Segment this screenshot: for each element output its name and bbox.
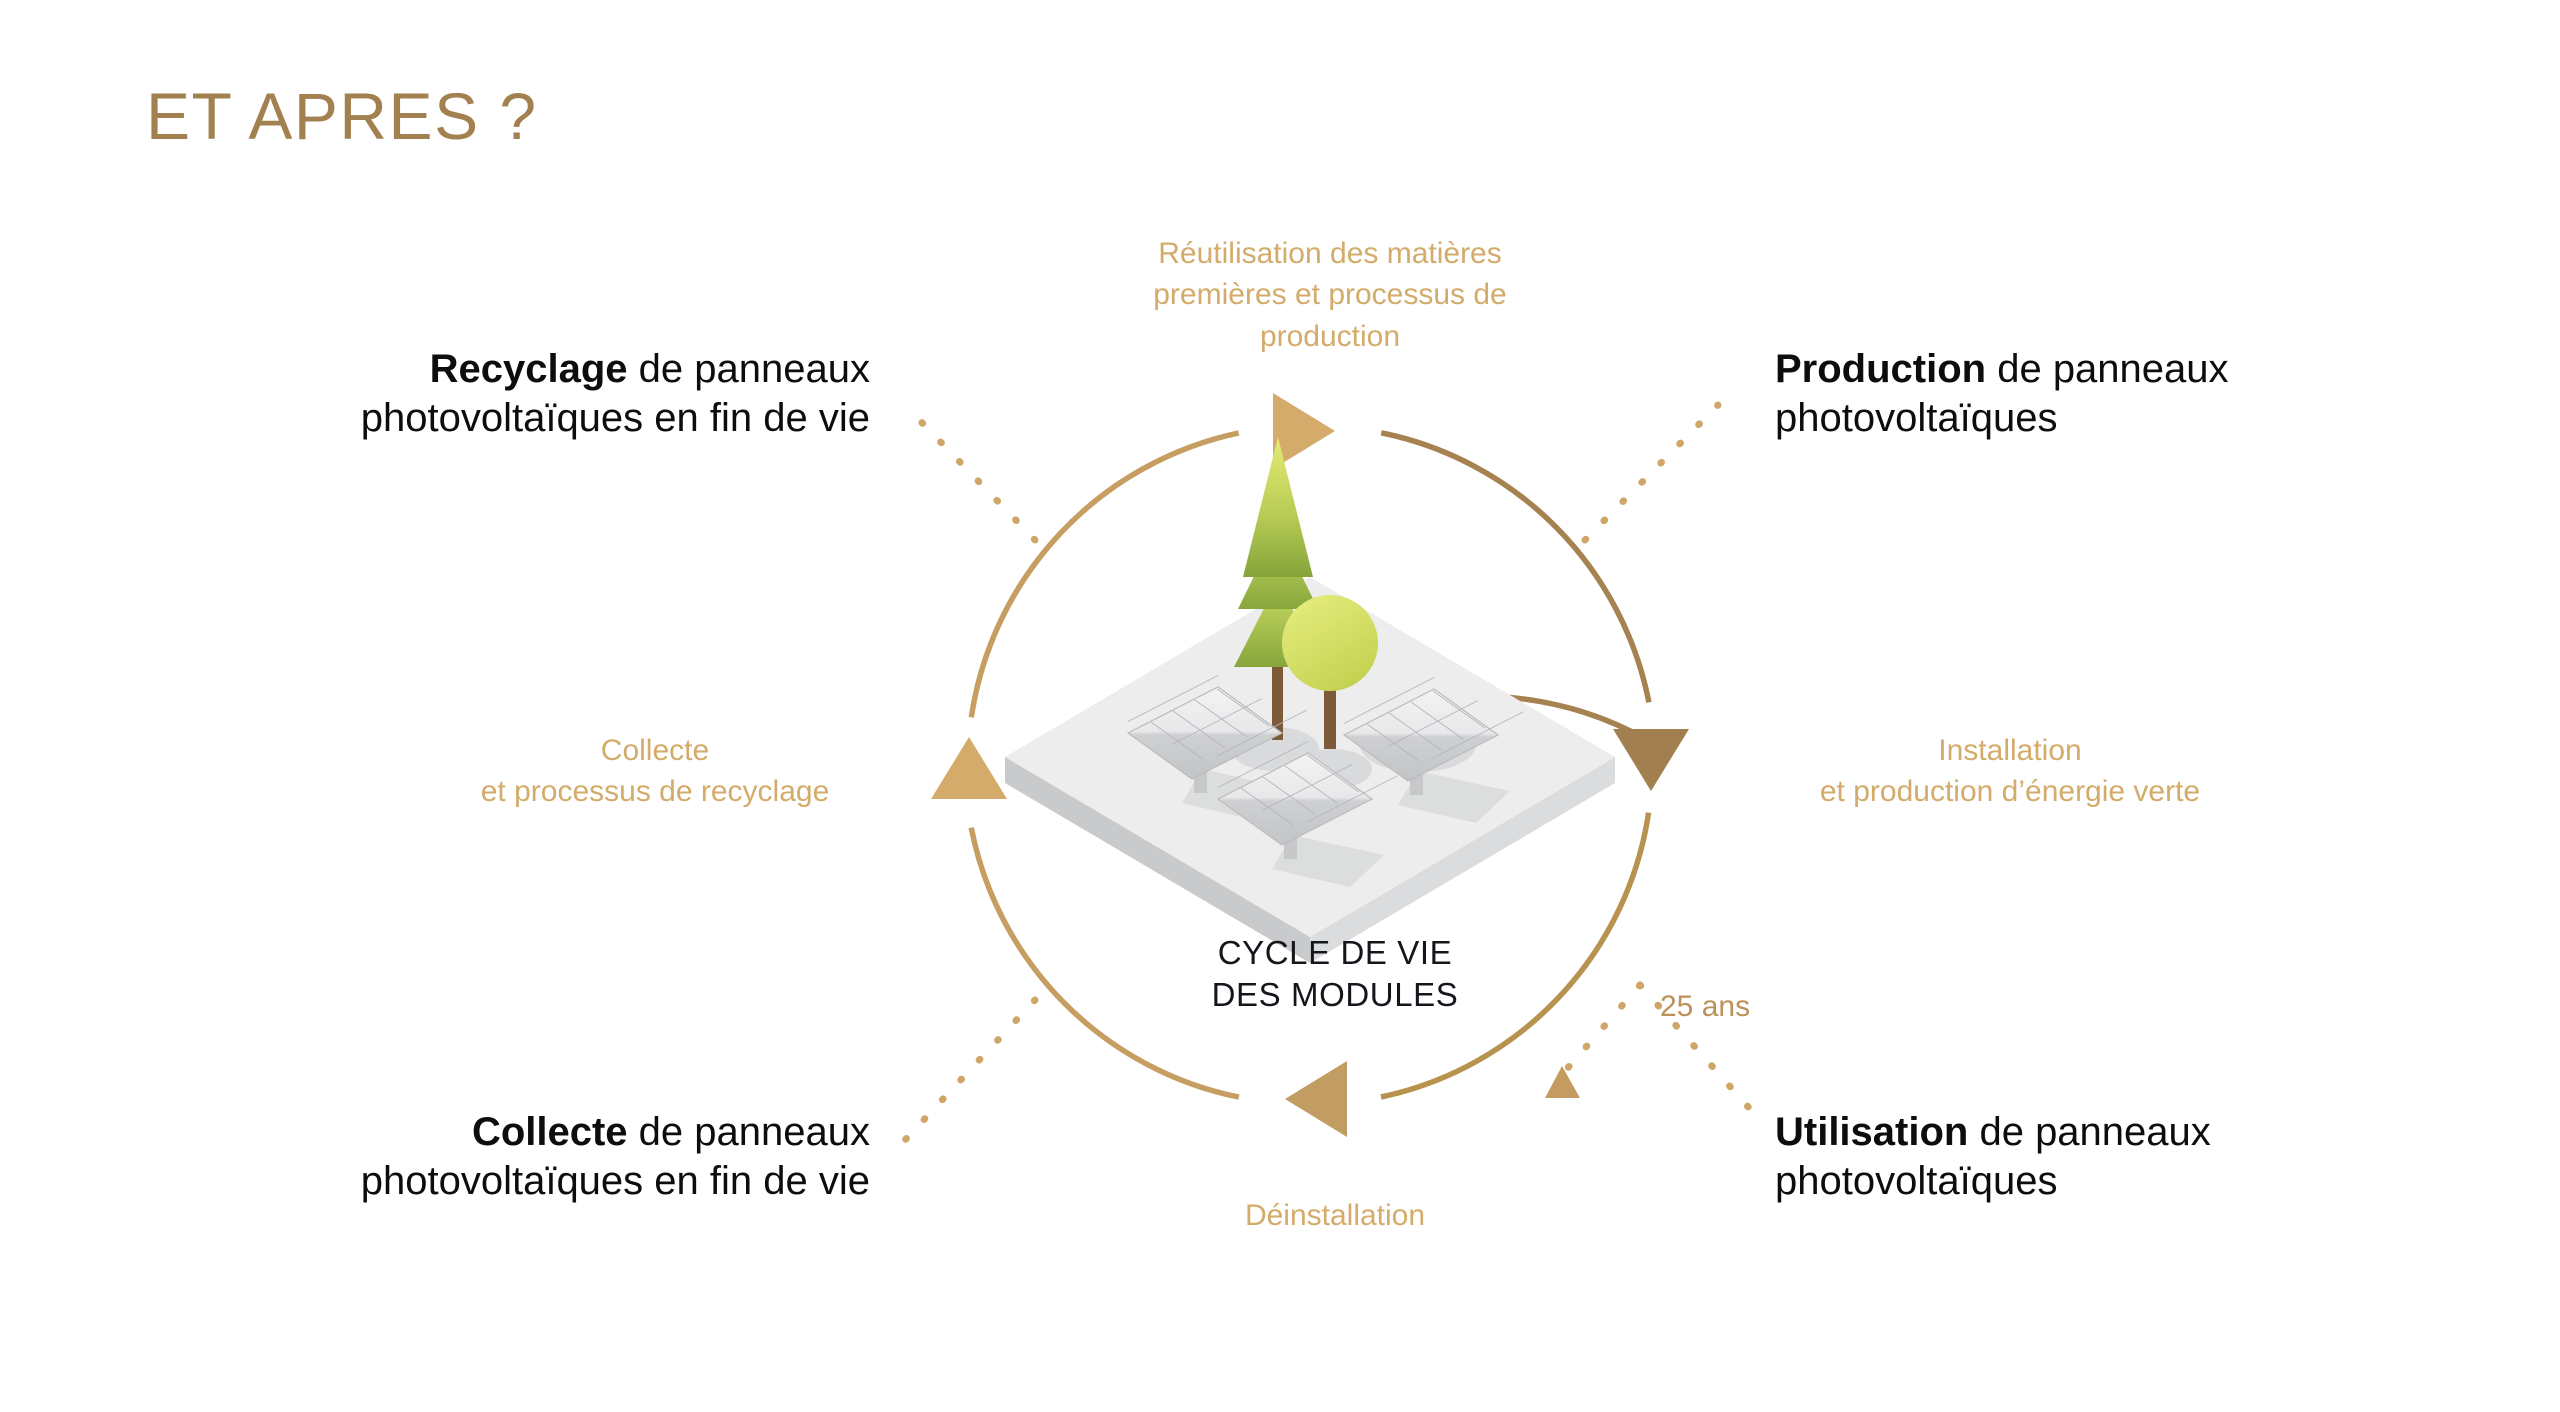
panel-face [1216,752,1374,846]
center-title-line2: DES MODULES [1211,976,1459,1014]
cycle-diagram [895,385,1725,1145]
arc-caption-right: Installation et production d’énergie ver… [1700,730,2320,813]
solar-panel [1216,741,1398,887]
panel-face [1126,686,1284,780]
arc-caption-top-line1: Réutilisation des matières [1158,237,1502,270]
corner-label-utilisation-line2: photovoltaïques [1775,1158,2058,1203]
platform-edge-left [1005,757,1310,963]
page-title: ET APRES ? [146,79,538,153]
solar-panel [1342,677,1524,823]
platform-edge-right [1310,757,1615,963]
arc-caption-bottom-line1: Déinstallation [1244,1199,1426,1232]
arrow-east-icon [1613,729,1689,791]
arrow-west-icon [931,737,1007,799]
duration-label: 25 ans [1660,990,1751,1023]
arc-caption-top: Réutilisation des matières premières et … [1050,233,1610,357]
arc-segment-top-left [968,430,1240,718]
arrow-north-icon [1273,393,1335,469]
arc-caption-left-line1: Collecte [600,734,710,767]
corner-label-recyclage: Recyclage de panneaux photovoltaïques en… [100,345,870,443]
isometric-solar-farm [1005,437,1615,963]
panel-grid [1217,741,1398,826]
corner-label-collecte-lead: Collecte [471,1110,628,1154]
corner-label-utilisation: Utilisation de panneaux photovoltaïques [1775,1108,2560,1206]
conifer-tier-top [1243,437,1313,577]
round-trunk [1324,677,1336,749]
conifer-trunk [1272,662,1283,740]
panel-grid [1127,675,1308,760]
arc-caption-bottom: Déinstallation [1055,1195,1615,1236]
arc-caption-left: Collecte et processus de recyclage [370,730,940,813]
corner-label-recyclage-lead: Recyclage [429,347,628,391]
corner-label-recyclage-rest: de panneaux [627,347,870,391]
panel-shadow [1272,835,1384,887]
corner-label-collecte: Collecte de panneaux photovoltaïques en … [100,1108,870,1206]
arc-caption-right-line2: et production d’énergie verte [1819,775,2201,809]
corner-label-production-lead: Production [1775,347,1987,391]
center-title-line1: CYCLE DE VIE [1217,934,1453,971]
corner-label-recyclage-line2: photovoltaïques en fin de vie [360,395,870,440]
panel-shadow [1398,771,1510,823]
tree-round [1282,595,1378,749]
arc-caption-top-line2: premières et processus de [1153,278,1507,312]
corner-label-collecte-rest: de panneaux [627,1110,870,1154]
corner-label-utilisation-rest: de panneaux [1968,1110,2211,1154]
panel-face [1342,688,1500,782]
arc-segment-top-right [1380,430,1652,703]
arc-segment-bottom-left [968,827,1240,1100]
arrow-south-icon [1285,1061,1347,1137]
corner-label-production-line2: photovoltaïques [1775,395,2058,440]
arc-caption-right-line1: Installation [1938,734,2082,767]
corner-label-collecte-line2: photovoltaïques en fin de vie [360,1158,870,1203]
arc-caption-left-line2: et processus de recyclage [480,775,830,809]
corner-label-utilisation-lead: Utilisation [1775,1110,1969,1154]
corner-label-production-rest: de panneaux [1986,347,2229,391]
panel-grid [1343,677,1524,762]
corner-label-production: Production de panneaux photovoltaïques [1775,345,2560,443]
round-canopy [1282,595,1378,691]
arc-caption-top-line3: production [1259,319,1401,353]
center-title: CYCLE DE VIE DES MODULES [1055,932,1615,1016]
arc-segment-bottom-right [1380,812,1652,1100]
